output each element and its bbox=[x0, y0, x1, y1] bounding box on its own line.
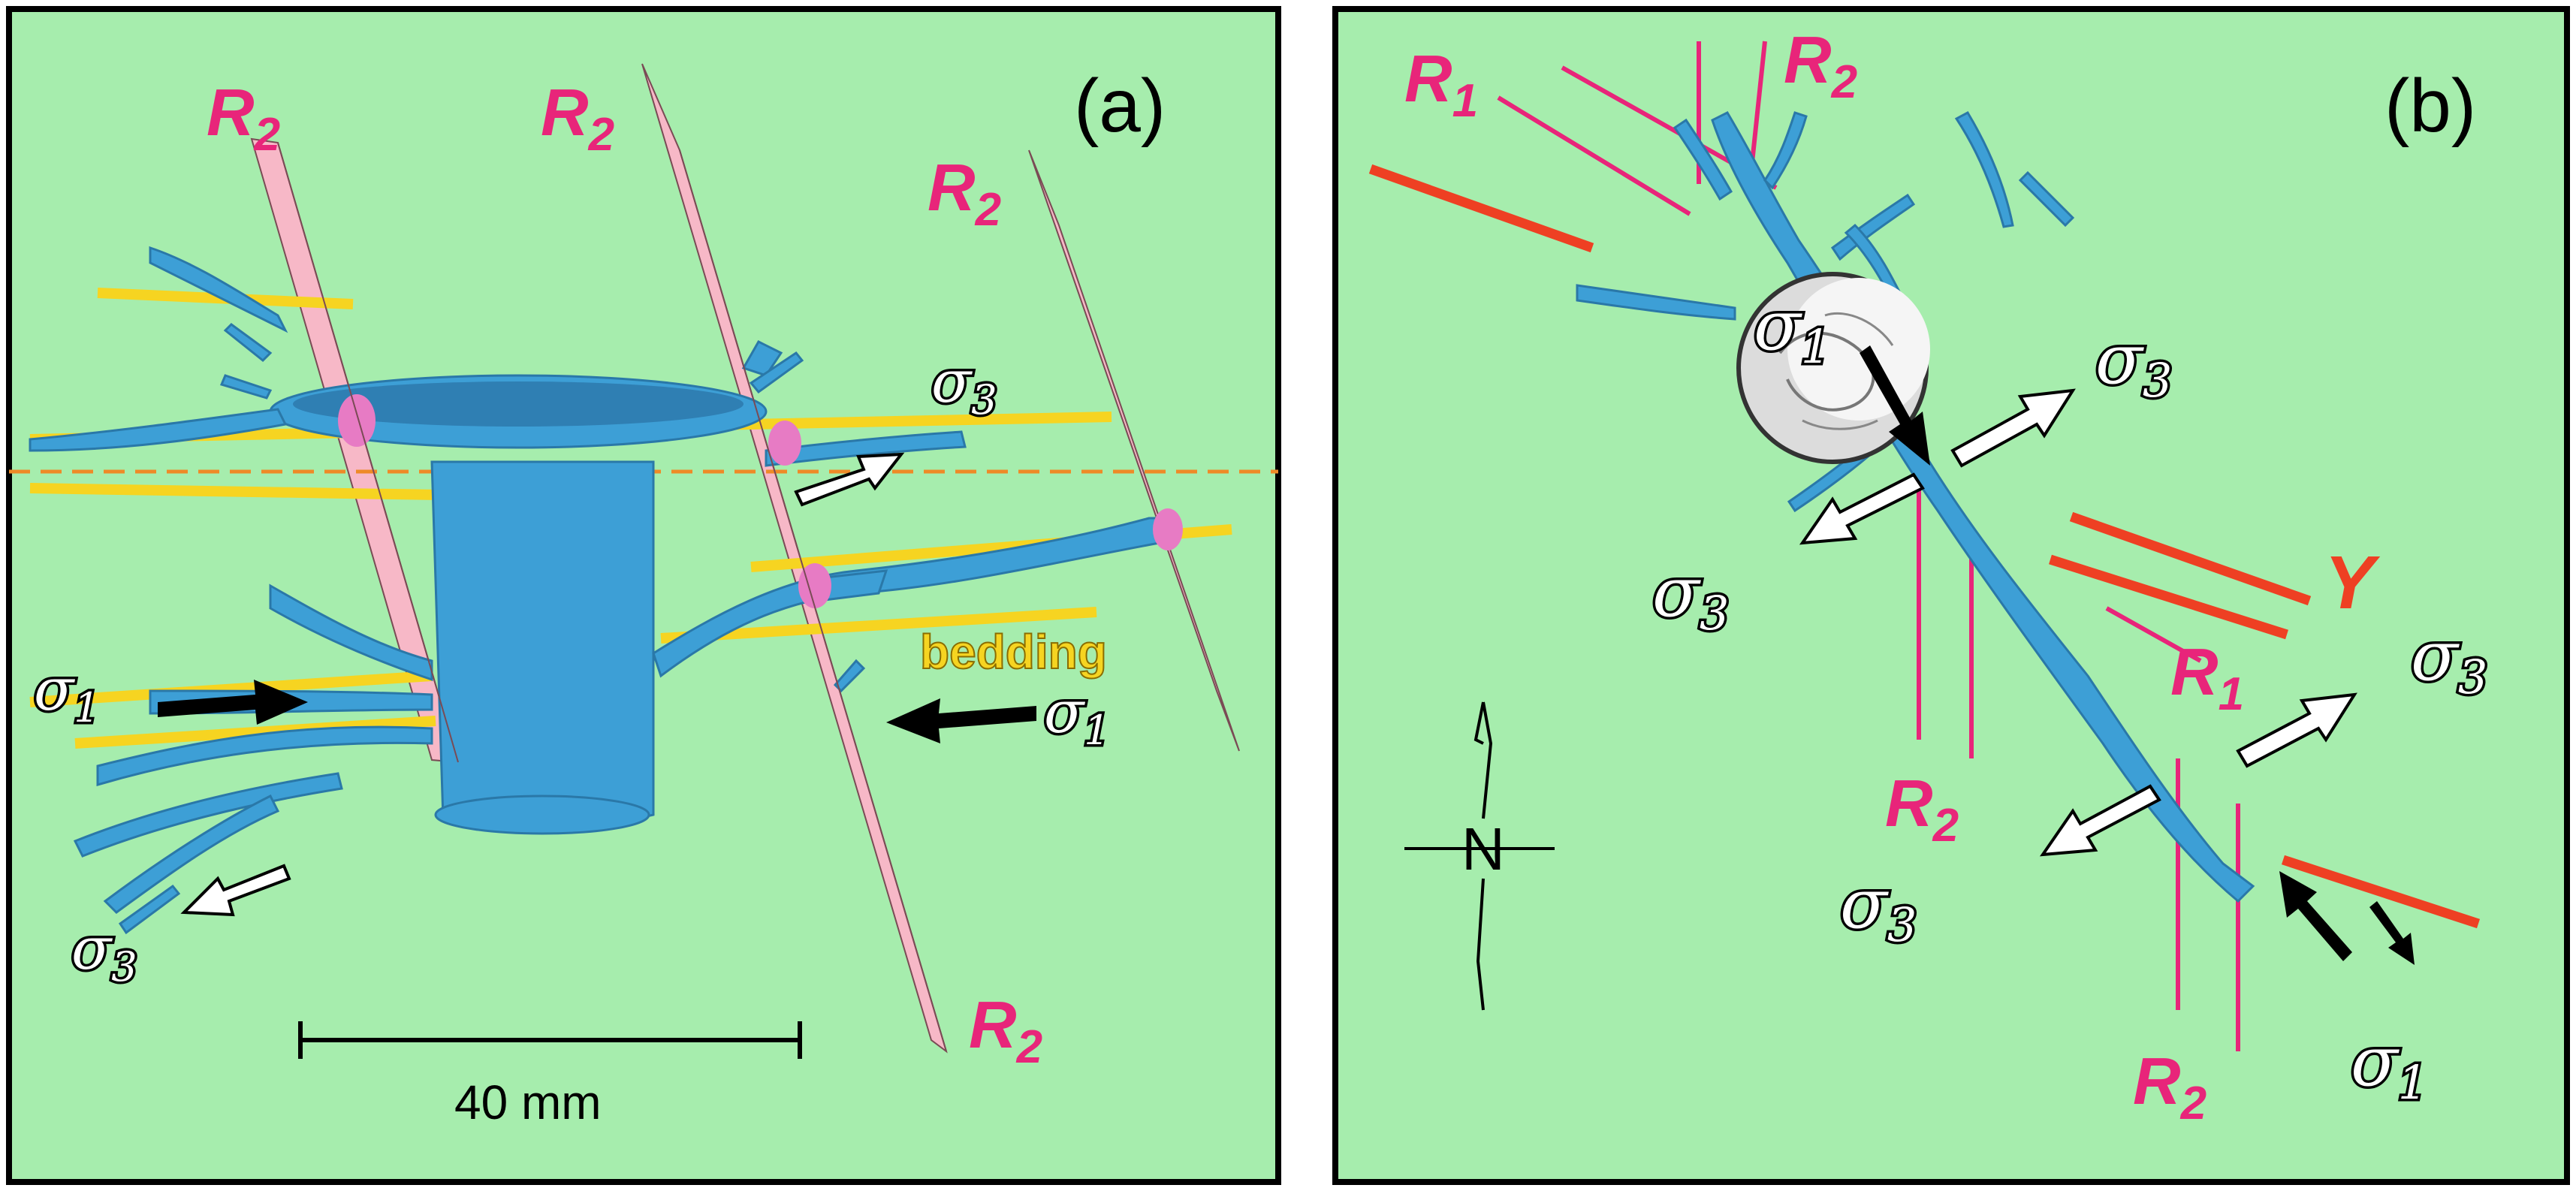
north-label: N bbox=[1461, 816, 1505, 882]
y-line-mid-1 bbox=[2069, 511, 2312, 606]
sigma3-arrow-upper-left[interactable] bbox=[1799, 472, 1925, 545]
sigma3-arrow-upper-right[interactable] bbox=[1950, 388, 2076, 468]
sigma1-arrow-top[interactable] bbox=[1860, 345, 1930, 466]
sigma3-label-lower-left: σ3 bbox=[1840, 864, 1917, 952]
bedding-line-5 bbox=[660, 607, 1097, 644]
r2-label-top: R2 bbox=[1784, 23, 1857, 108]
panel-b-background bbox=[1332, 6, 2570, 1185]
bedding-line-6 bbox=[29, 671, 433, 707]
sigma3-label-top: σ3 bbox=[931, 348, 997, 424]
sigma1-arrow-right[interactable] bbox=[886, 698, 1036, 743]
intersection-patch-2 bbox=[768, 421, 801, 466]
sigma3-label-lower-right: σ3 bbox=[2411, 616, 2487, 704]
r2-label-mid: R2 bbox=[1885, 766, 1959, 852]
r2-label-3: R2 bbox=[928, 150, 1001, 236]
north-arrow bbox=[1404, 701, 1555, 1011]
intersection-patch-1 bbox=[338, 394, 376, 447]
y-line-bottom bbox=[2281, 855, 2481, 929]
borehole-cylinder bbox=[430, 460, 655, 831]
sigma1-label-left: σ1 bbox=[34, 656, 100, 731]
panel-a: (a) R2 R2 R2 R2 σ3 σ3 σ1 σ1 bedding 40 m… bbox=[6, 6, 1281, 1185]
sigma1-label-bottom: σ1 bbox=[2351, 1021, 2427, 1110]
sigma1-arrow-bottom-small[interactable] bbox=[2369, 901, 2415, 965]
y-line-mid-2 bbox=[2049, 554, 2288, 640]
intersection-patch-3 bbox=[798, 563, 831, 608]
fracture-network-b bbox=[1576, 111, 2255, 903]
sigma3-arrow-lower-left[interactable] bbox=[2039, 784, 2161, 857]
sigma3-label-upper-left: σ3 bbox=[1652, 552, 1729, 641]
r2-plane-3 bbox=[1028, 149, 1240, 752]
y-label: Y bbox=[2324, 541, 2381, 625]
r2-label-1: R2 bbox=[207, 75, 280, 161]
sigma3-label-bottom: σ3 bbox=[71, 915, 137, 990]
sigma1-arrow-left[interactable] bbox=[158, 680, 308, 725]
r1-label-top: R1 bbox=[1404, 41, 1478, 127]
sigma3-label-upper-right: σ3 bbox=[2095, 319, 2172, 408]
panel-b-label: (b) bbox=[2384, 64, 2476, 148]
intersection-patch-4 bbox=[1153, 508, 1183, 550]
r1-line-mid bbox=[2105, 606, 2202, 663]
bedding-line-7 bbox=[74, 716, 436, 749]
r2-label-bottom: R2 bbox=[2133, 1044, 2206, 1129]
bedding-line-3 bbox=[29, 483, 481, 501]
sigma1-arrow-bottom[interactable] bbox=[2279, 871, 2352, 961]
y-line-top bbox=[1368, 164, 1594, 253]
r2-label-4: R2 bbox=[969, 987, 1042, 1073]
sigma3-arrow-top[interactable] bbox=[794, 452, 905, 507]
panel-b: N (b) R1 R2 R1 R2 R2 Y σ1 σ3 σ3 σ3 σ3 σ1 bbox=[1332, 6, 2570, 1185]
bedding-label: bedding bbox=[920, 625, 1107, 679]
scale-bar bbox=[298, 1021, 802, 1059]
scale-label: 40 mm bbox=[454, 1075, 602, 1129]
panel-a-label: (a) bbox=[1074, 64, 1166, 148]
r1-line-top-1 bbox=[1497, 95, 1691, 216]
r2-label-2: R2 bbox=[541, 75, 614, 161]
r1-label-mid: R1 bbox=[2170, 635, 2244, 720]
sigma1-label-top: σ1 bbox=[1754, 285, 1830, 374]
fracture-network-a bbox=[29, 246, 1173, 935]
sigma1-label-right: σ1 bbox=[1044, 679, 1110, 754]
sigma3-arrow-lower-right[interactable] bbox=[2236, 692, 2357, 768]
sigma3-arrow-bottom[interactable] bbox=[180, 864, 291, 917]
